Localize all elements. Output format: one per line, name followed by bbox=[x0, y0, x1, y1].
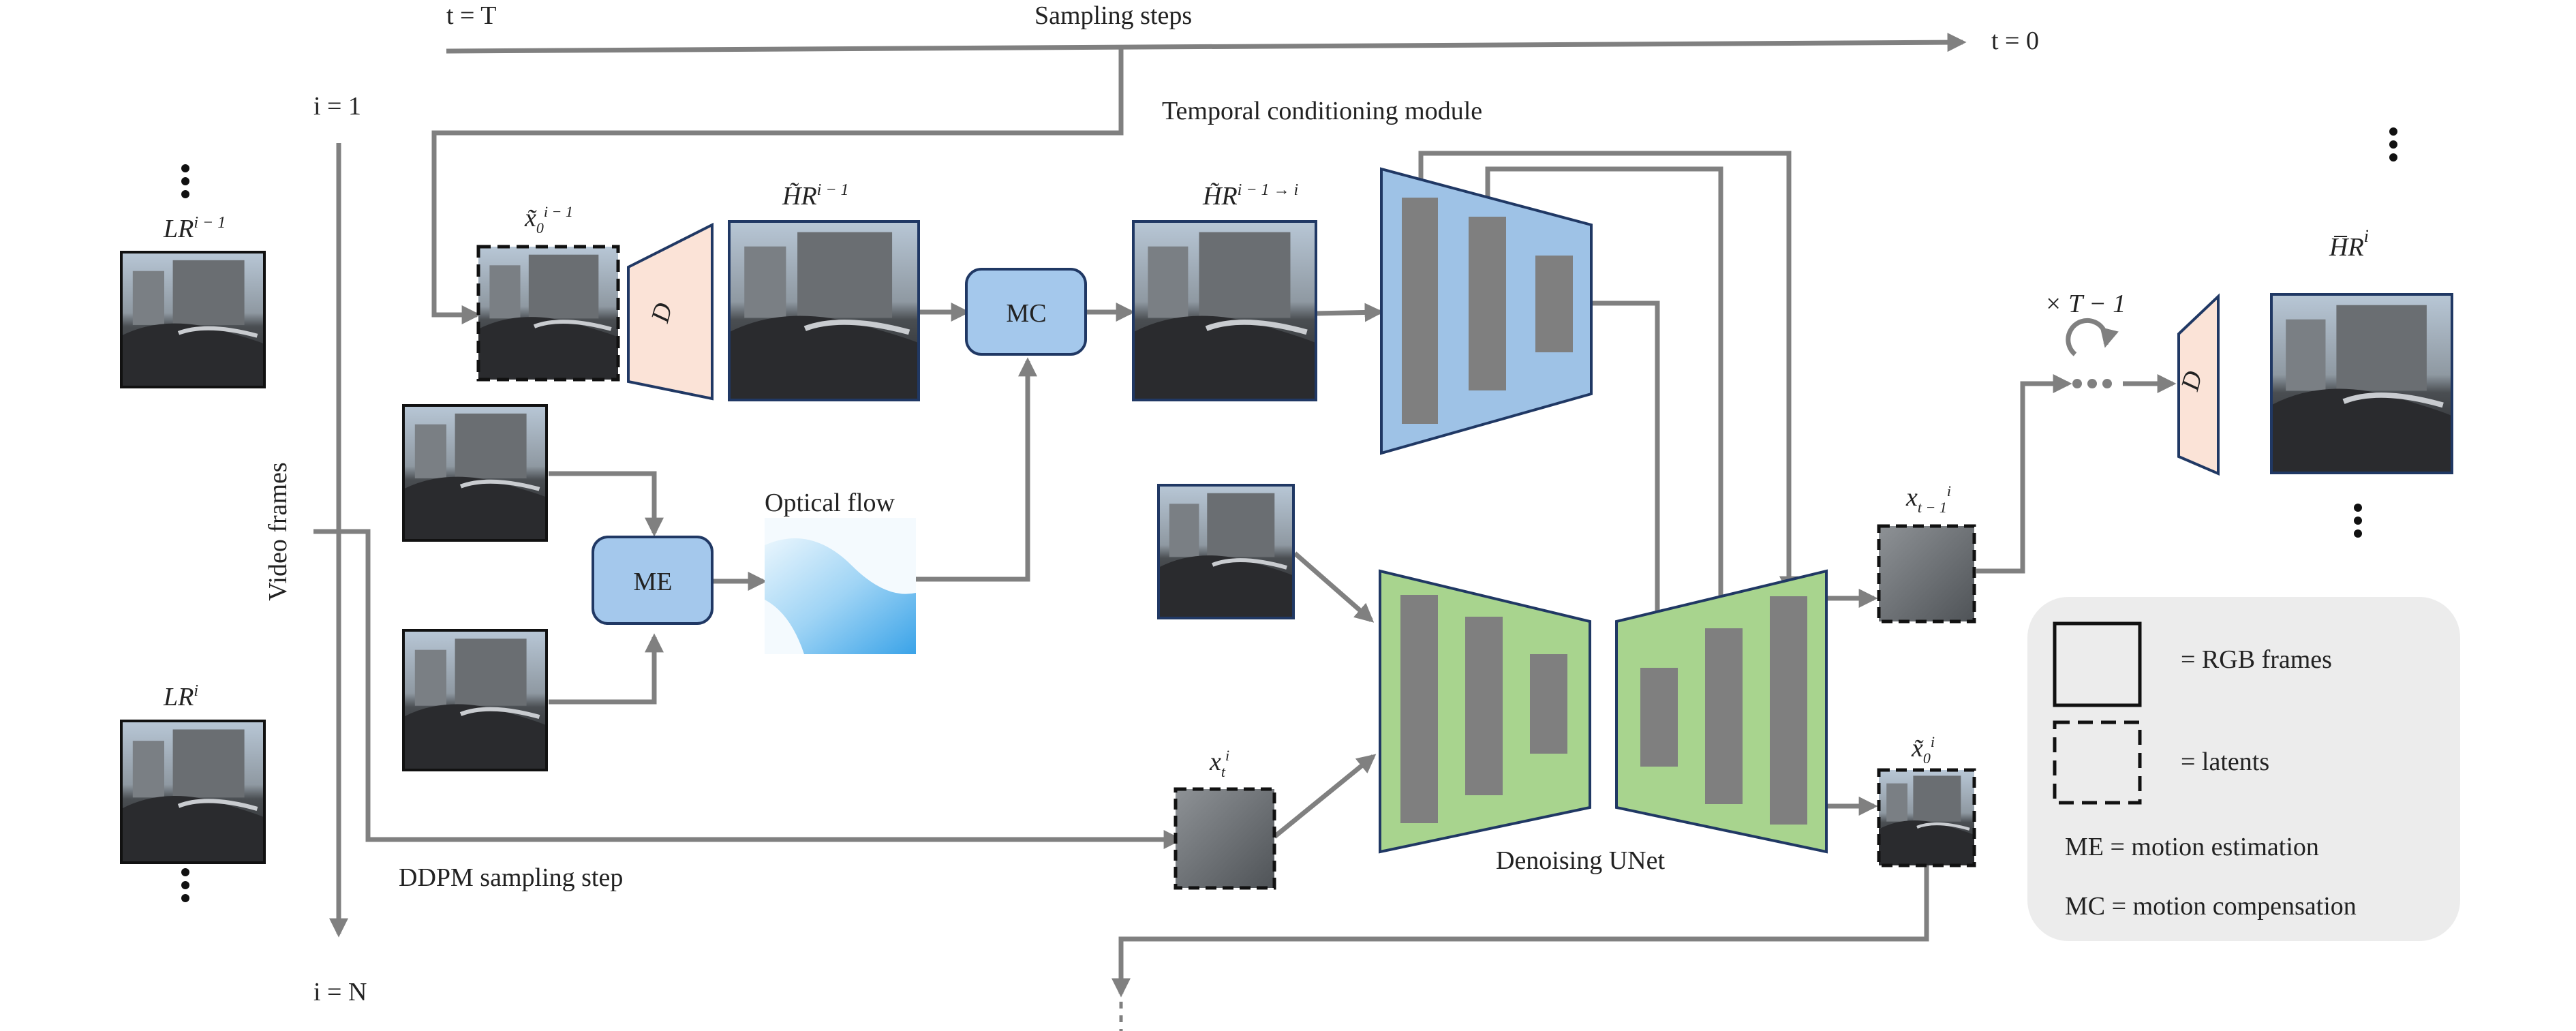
sampling-steps-label: Sampling steps bbox=[1034, 1, 1192, 30]
me-input-frame-2 bbox=[402, 629, 548, 771]
optical-flow-label: Optical flow bbox=[765, 489, 895, 517]
me-input-frame-1 bbox=[402, 404, 548, 542]
x0-prev-label: x̃0i − 1 bbox=[524, 203, 573, 236]
step-feed-arrow bbox=[431, 48, 1124, 324]
hr-prev-frame bbox=[728, 220, 920, 401]
ddpm-arrow bbox=[313, 529, 1183, 849]
xt-label: xti bbox=[1209, 747, 1229, 780]
legend-rgb-swatch bbox=[2053, 621, 2142, 707]
frame-to-me-2 bbox=[549, 633, 664, 705]
frame-to-me-1 bbox=[549, 471, 664, 537]
lr-prev-frame bbox=[120, 251, 266, 388]
mc-block bbox=[965, 268, 1087, 356]
me-label: ME bbox=[634, 568, 673, 596]
connectors bbox=[313, 33, 2177, 998]
t-start-label: t = T bbox=[446, 1, 497, 30]
hr-warp-to-encoder bbox=[1315, 303, 1384, 322]
flow-to-mc bbox=[915, 357, 1037, 582]
loop-icon bbox=[2066, 318, 2119, 356]
vertical-ellipsis-icon bbox=[181, 127, 2397, 902]
hr-out-label: H̅Ri bbox=[2329, 226, 2369, 262]
i-first-label: i = 1 bbox=[313, 92, 361, 121]
decoder-block bbox=[627, 222, 714, 401]
repeat-label: × T − 1 bbox=[2044, 290, 2126, 318]
skip-1 bbox=[1418, 151, 1798, 596]
xt1-label: xt − 1i bbox=[1905, 482, 1951, 516]
legend bbox=[2027, 597, 2460, 941]
hr-output-frame bbox=[2270, 293, 2453, 474]
ddpm-step-label: DDPM sampling step bbox=[399, 863, 623, 892]
i-last-label: i = N bbox=[313, 978, 367, 1006]
xt-to-unet bbox=[1272, 754, 1377, 839]
me-block bbox=[592, 536, 714, 625]
mc-label: MC bbox=[1006, 299, 1046, 328]
lr-cur-frame bbox=[120, 720, 266, 864]
unet-bars bbox=[1400, 595, 1807, 825]
legend-rgb-label: = RGB frames bbox=[2181, 645, 2332, 674]
legend-latents-label: = latents bbox=[2181, 748, 2269, 776]
skip-3 bbox=[1571, 301, 1667, 668]
latent-x0-prev bbox=[476, 245, 620, 382]
decoder-out-block bbox=[2177, 293, 2220, 476]
video-frames-label: Video frames bbox=[264, 462, 292, 600]
latent-xt bbox=[1174, 787, 1276, 890]
cond-to-unet bbox=[1293, 551, 1375, 623]
legend-latent-swatch bbox=[2053, 720, 2142, 805]
lr-cur-label: LRi bbox=[163, 682, 198, 711]
ellipsis-dots bbox=[2072, 379, 2112, 388]
latent-xt1 bbox=[1877, 524, 1976, 624]
xt1-to-loop bbox=[1976, 374, 2072, 574]
temporal-module-label: Temporal conditioning module bbox=[1162, 97, 1482, 125]
sampling-steps-arrow bbox=[446, 33, 1967, 54]
encoder-bars bbox=[1402, 198, 1573, 424]
x0-out-label: x̃0i bbox=[1911, 733, 1935, 767]
latent-x0-out bbox=[1877, 768, 1976, 867]
cond-input-frame bbox=[1157, 484, 1295, 619]
skip-2 bbox=[1485, 166, 1730, 630]
hr-prev-label: H̃Ri − 1 bbox=[782, 181, 849, 211]
lr-prev-label: LRi − 1 bbox=[163, 214, 226, 243]
hr-warp-label: H̃Ri − 1 → i bbox=[1202, 181, 1298, 211]
t-end-label: t = 0 bbox=[1991, 27, 2039, 55]
optical-flow-image bbox=[765, 518, 916, 654]
hr-warp-frame bbox=[1132, 220, 1317, 401]
legend-me-label: ME = motion estimation bbox=[2065, 833, 2319, 861]
x0-feedback bbox=[1111, 864, 1929, 998]
legend-mc-label: MC = motion compensation bbox=[2065, 892, 2357, 921]
denoising-unet-label: Denoising UNet bbox=[1496, 846, 1665, 875]
